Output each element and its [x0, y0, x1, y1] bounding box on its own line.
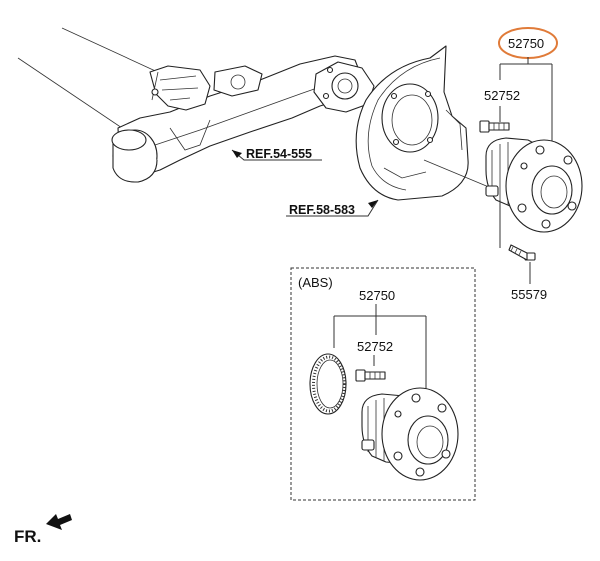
front-label: FR. — [14, 527, 41, 546]
axle-beam[interactable] — [17, 27, 375, 183]
abs-assembly-label[interactable]: 52750 — [359, 288, 395, 303]
ref-axle-label: REF.54-555 — [246, 147, 312, 161]
screw[interactable] — [508, 244, 536, 261]
screw-label[interactable]: 55579 — [511, 287, 547, 302]
abs-hub-bolt[interactable] — [355, 369, 386, 382]
abs-hub-bearing-assembly[interactable] — [361, 387, 459, 481]
abs-title: (ABS) — [298, 275, 333, 290]
hub-bolt[interactable] — [479, 120, 510, 133]
abs-bolt-label[interactable]: 52752 — [357, 339, 393, 354]
abs-variant-box — [290, 267, 476, 501]
ref-shield-label: REF.58-583 — [289, 203, 355, 217]
hub-bearing-assembly[interactable] — [485, 137, 583, 233]
brake-shield[interactable] — [355, 45, 469, 201]
main-assembly-label[interactable]: 52750 — [508, 36, 544, 51]
main-bolt-label[interactable]: 52752 — [484, 88, 520, 103]
front-arrow-icon — [46, 514, 72, 530]
abs-tone-ring[interactable] — [309, 353, 347, 415]
